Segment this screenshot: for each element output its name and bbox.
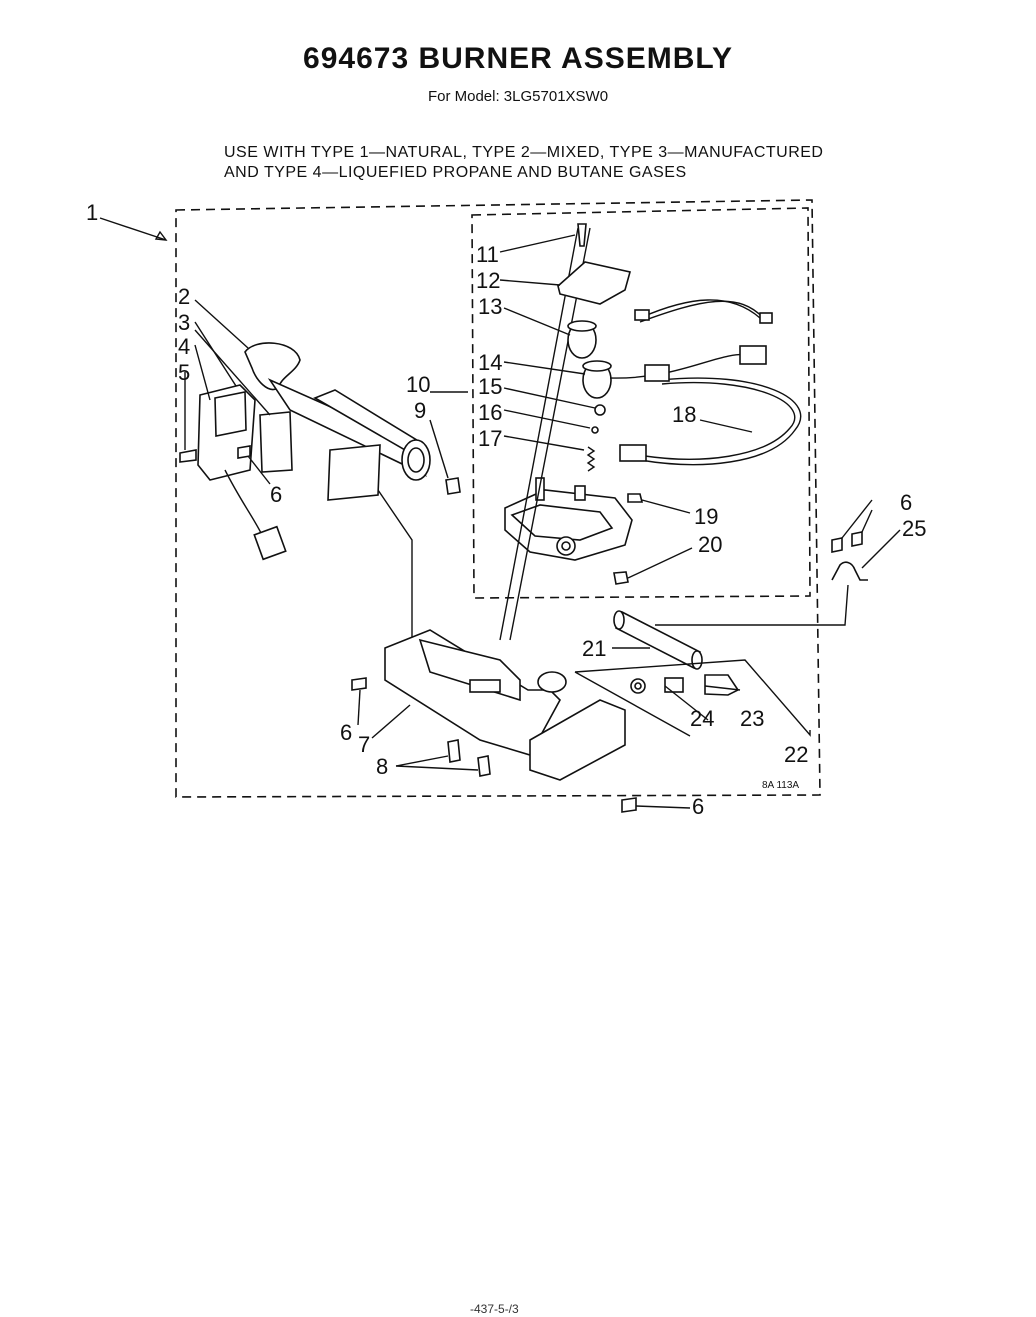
- callout-8: 8: [376, 754, 388, 779]
- spring-17: [586, 446, 596, 472]
- screw-8a: [447, 739, 461, 763]
- page-footer-code: -437-5-/3: [470, 1302, 519, 1316]
- gas-valve-body: [504, 477, 633, 561]
- shield-leader: [377, 489, 413, 640]
- callout-3: 3: [178, 310, 190, 335]
- callout-23: 23: [740, 706, 764, 731]
- screw-6-bottom: [621, 797, 637, 813]
- pipe-leader: [655, 584, 849, 626]
- callout-14: 14: [478, 350, 502, 375]
- callout-18: 18: [672, 402, 696, 427]
- gas-type-note-line-1: USE WITH TYPE 1—NATURAL, TYPE 2—MIXED, T…: [224, 144, 824, 161]
- screw-6-bracket-left: [351, 677, 367, 691]
- gas-type-note: USE WITH TYPE 1—NATURAL, TYPE 2—MIXED, T…: [224, 143, 823, 183]
- callout-4: 4: [178, 334, 190, 359]
- callout-5: 5: [178, 360, 190, 385]
- igniter-lead: [224, 469, 263, 536]
- orifice-fittings: [630, 674, 740, 696]
- burner-tube: [244, 342, 431, 481]
- screw-6-clamp-a: [831, 537, 843, 553]
- callout-6-a: 6: [270, 482, 282, 507]
- page-title: 694673 BURNER ASSEMBLY: [303, 42, 733, 75]
- mounting-bracket: [384, 629, 626, 781]
- callout-24: 24: [690, 706, 714, 731]
- model-subtitle: For Model: 3LG5701XSW0: [427, 88, 609, 105]
- coil-13: [567, 320, 597, 359]
- callout-22: 22: [784, 742, 808, 767]
- wire-harness: [609, 299, 802, 466]
- valve-group-outline: [471, 207, 811, 599]
- part-15: [594, 404, 606, 416]
- screw-6-clamp-b: [851, 531, 863, 547]
- callout-9: 9: [414, 398, 426, 423]
- callout-6-b: 6: [900, 490, 912, 515]
- callout-25: 25: [902, 516, 926, 541]
- part-19: [627, 493, 644, 503]
- leader-lines: [99, 217, 901, 809]
- coil-cover: [557, 261, 631, 305]
- part-9: [445, 477, 461, 495]
- part-16: [591, 426, 599, 434]
- callout-12: 12: [476, 268, 500, 293]
- callout-16: 16: [478, 400, 502, 425]
- callout-11: 11: [476, 242, 499, 267]
- orifice-group-bracket: [574, 659, 811, 737]
- callout-13: 13: [478, 294, 502, 319]
- screw-8b: [477, 755, 491, 777]
- igniter-bracket: [197, 384, 293, 481]
- callout-19: 19: [694, 504, 718, 529]
- clamp: [831, 561, 868, 581]
- callout-10: 10: [406, 372, 430, 397]
- callout-21: 21: [582, 636, 606, 661]
- screw-5: [179, 449, 197, 463]
- gas-type-note-line-2: AND TYPE 4—LIQUEFIED PROPANE AND BUTANE …: [224, 164, 687, 181]
- coil-14: [582, 360, 612, 399]
- callout-6-d: 6: [692, 794, 704, 819]
- screw-11: [577, 223, 587, 247]
- screw-6-bracket: [237, 445, 251, 459]
- callout-numbers: 1 2 3 4 5 6 6 6 6 6 7 8 9 10 11 12 13 14…: [86, 200, 926, 819]
- callout-7: 7: [358, 732, 370, 757]
- shield-plate: [327, 444, 381, 501]
- callout-15: 15: [478, 374, 502, 399]
- callout-20: 20: [698, 532, 722, 557]
- callout-6-c: 6: [340, 720, 352, 745]
- pipe-nipple: [613, 610, 703, 670]
- drawing-code: 8A 113A: [762, 780, 799, 791]
- callout-2: 2: [178, 284, 190, 309]
- callout-17: 17: [478, 426, 502, 451]
- igniter-plug: [253, 525, 287, 561]
- callout-1: 1: [86, 200, 98, 225]
- part-20: [613, 571, 629, 585]
- assembly-outline: [175, 199, 821, 798]
